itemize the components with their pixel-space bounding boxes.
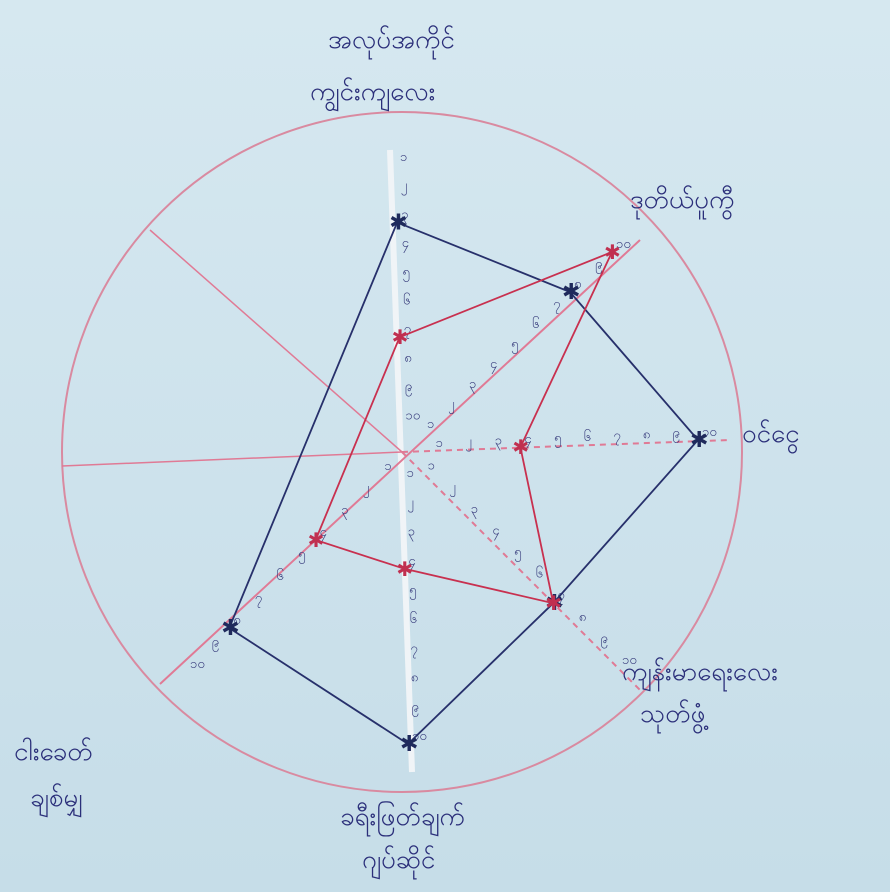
series-1-point-3: ✱ (690, 428, 708, 453)
tick-lower-left-5: ၅ (298, 547, 305, 564)
tick-top-right-1: ၁ (427, 417, 434, 432)
tick-right-10: ၁၀ (702, 425, 717, 440)
series-2-polygon (314, 250, 614, 605)
tick-top-right-6: ၆ (532, 316, 539, 332)
axis-left (61, 451, 403, 467)
label-lower-left-line2: ချစ်မျှ (30, 782, 83, 818)
tick-lower-left-3: ၃ (341, 503, 348, 520)
tick-right-4: ၄ (524, 432, 532, 449)
label-lower-right-line2: သုတ်ဖွံ့ (640, 698, 709, 734)
polygons-group: ✱✱✱✱✱✱✱✱✱✱✱✱ (221, 210, 708, 757)
series-2-point-1: ✱ (392, 325, 409, 349)
tick-right-5: ၅ (554, 431, 561, 448)
series-1-point-4: ✱ (545, 591, 563, 616)
tick-right-1: ၁ (436, 436, 443, 451)
tick-top-8: ၃ (401, 207, 408, 224)
series-2-point-5: ✱ (396, 557, 413, 581)
tick-lower-left-6: ၆ (276, 568, 283, 584)
tick-top-10: ၁ (400, 150, 407, 165)
tick-bottom-3: ၃ (408, 525, 415, 542)
tick-lower-right-10: ၁၀ (622, 653, 637, 668)
wheel-circle-group (61, 111, 743, 793)
labels-group: အလုပ်အကိုင် ကျွင်းကျလေး ဒုတိယ်ပူကွီ ဝင်င… (14, 24, 800, 880)
tick-lower-right-8: ၈ (579, 610, 586, 625)
tick-bottom-4: ၄ (408, 554, 416, 571)
series-1-point-6: ✱ (221, 616, 239, 641)
tick-top-7: ၄ (402, 236, 410, 253)
axis-right (401, 439, 731, 453)
tick-bottom-10: ၁၀ (412, 729, 427, 744)
tick-lower-left-2: ၂ (363, 481, 369, 498)
tick-top-2: ၉ (405, 380, 412, 397)
tick-lower-right-5: ၅ (514, 545, 521, 562)
series-1-point-1: ✱ (389, 210, 407, 235)
tick-right-6: ၆ (584, 429, 591, 445)
ticks-group: ၁၀၉၈၇၆၅၄၃၂၁၁၂၃၄၅၆၇၈၉၁၀၁၂၃၄၅၆၇၈၉၁၀၁၂၃၄၅၆၇… (190, 150, 717, 744)
series-1-point-5: ✱ (400, 732, 418, 757)
label-bottom-line2: ဂျပ်ဆိုင် (362, 844, 435, 880)
tick-bottom-1: ၁ (407, 466, 414, 481)
tick-lower-left-4: ၄ (320, 525, 328, 542)
tick-lower-left-7: ၇ (255, 591, 262, 608)
tick-bottom-8: ၈ (411, 671, 418, 686)
label-top-line1: အလုပ်အကိုင် (328, 24, 455, 60)
tick-bottom-2: ၂ (407, 495, 413, 512)
tick-right-7: ၇ (613, 429, 620, 446)
tick-top-6: ၅ (402, 265, 409, 282)
axis-lower-right (401, 451, 641, 691)
tick-lower-left-10: ၁၀ (190, 657, 205, 672)
series-2-point-3: ✱ (512, 435, 529, 459)
tick-lower-left-1: ၁ (384, 459, 391, 474)
label-lower-right-line1: ကျန်းမာရေးလေး (622, 656, 778, 692)
tick-top-right-2: ၂ (448, 397, 454, 414)
tick-lower-right-6: ၆ (536, 566, 543, 582)
tick-lower-right-1: ၁ (428, 459, 435, 474)
series-2-point-2: ✱ (604, 240, 621, 264)
tick-bottom-6: ၆ (410, 611, 417, 627)
tick-right-9: ၉ (672, 426, 679, 443)
tick-top-5: ၆ (403, 293, 410, 309)
tick-lower-right-2: ၂ (449, 480, 455, 497)
tick-top-3: ၈ (404, 351, 411, 366)
tick-lower-right-7: ၇ (557, 588, 564, 605)
axes-group (61, 149, 731, 773)
tick-bottom-7: ၇ (410, 641, 417, 658)
label-top-line2: ကျွင်းကျလေး (310, 76, 435, 113)
tick-top-right-5: ၅ (511, 337, 518, 354)
axis-upper-left (149, 229, 403, 453)
tick-right-2: ၂ (465, 435, 471, 452)
tick-top-right-3: ၃ (469, 377, 476, 394)
tick-bottom-9: ၉ (411, 700, 418, 717)
tick-bottom-5: ၅ (409, 583, 416, 600)
label-right: ဝင်ငွေ (742, 418, 800, 454)
tick-top-right-4: ၄ (490, 357, 498, 374)
tick-lower-right-4: ၄ (492, 523, 500, 540)
label-lower-left-line1: ငါးခေတ် (14, 736, 93, 767)
tick-lower-left-8: ၈ (233, 613, 240, 628)
tick-right-8: ၈ (643, 427, 650, 442)
tick-top-right-9: ၉ (595, 257, 602, 274)
series-2-point-6: ✱ (308, 528, 325, 552)
tick-lower-right-3: ၃ (471, 502, 478, 519)
tick-top-right-10: ၁၀ (616, 237, 631, 252)
tick-lower-left-9: ၉ (212, 635, 219, 652)
tick-top-right-7: ၇ (553, 297, 560, 314)
tick-right-3: ၃ (495, 433, 502, 450)
wheel-circle (61, 111, 743, 793)
tick-top-4: ၇ (404, 322, 411, 339)
label-top-right: ဒုတိယ်ပူကွီ (630, 184, 735, 220)
label-bottom-line1: ခရီးဖြတ်ချက် (340, 799, 465, 837)
series-1-point-2: ✱ (562, 280, 580, 305)
tick-top-right-8: ၈ (574, 277, 581, 292)
tick-top-1: ၁၀ (405, 408, 420, 423)
series-2-point-4: ✱ (545, 591, 562, 615)
tick-lower-right-9: ၉ (600, 631, 607, 648)
axis-diagonal-main (159, 239, 641, 685)
tick-top-9: ၂ (401, 179, 407, 196)
